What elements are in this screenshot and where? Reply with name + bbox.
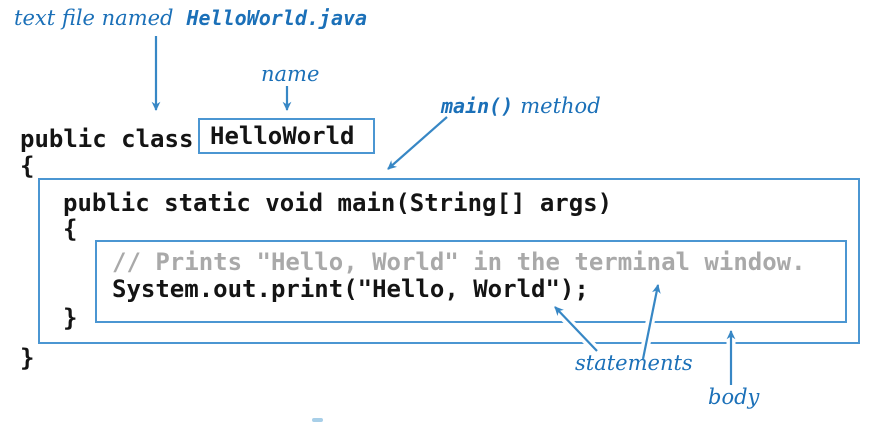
name-label: name [261,62,320,86]
file-name-label: text file named HelloWorld.java [14,6,367,30]
code-class-name: HelloWorld [210,122,355,150]
file-name-label-filename: HelloWorld.java [186,6,368,30]
arrow-mainmethod-to-box [387,116,448,170]
code-class-close-brace: } [20,344,35,372]
code-main-signature: public static void main(String[] args) [63,189,613,217]
statements-outline-box [95,240,847,323]
body-label: body [708,385,760,409]
code-main-open-brace: { [63,215,78,243]
classname-outline-box: HelloWorld [198,118,375,154]
code-comment: // Prints "Hello, World" in the terminal… [112,248,806,276]
cutoff-artifact [312,418,323,422]
code-class-keywords: public class [20,125,194,153]
file-name-label-text: text file named [14,6,174,30]
main-method-label-text: method [520,94,601,118]
code-main-close-brace: } [63,304,78,332]
main-method-label: main()method [441,94,601,118]
statements-label: statements [575,351,693,375]
code-class-open-brace: { [20,152,35,180]
code-print-statement: System.out.print("Hello, World"); [112,275,589,303]
body-outline-box [38,178,860,344]
main-method-label-mono: main() [441,94,514,118]
